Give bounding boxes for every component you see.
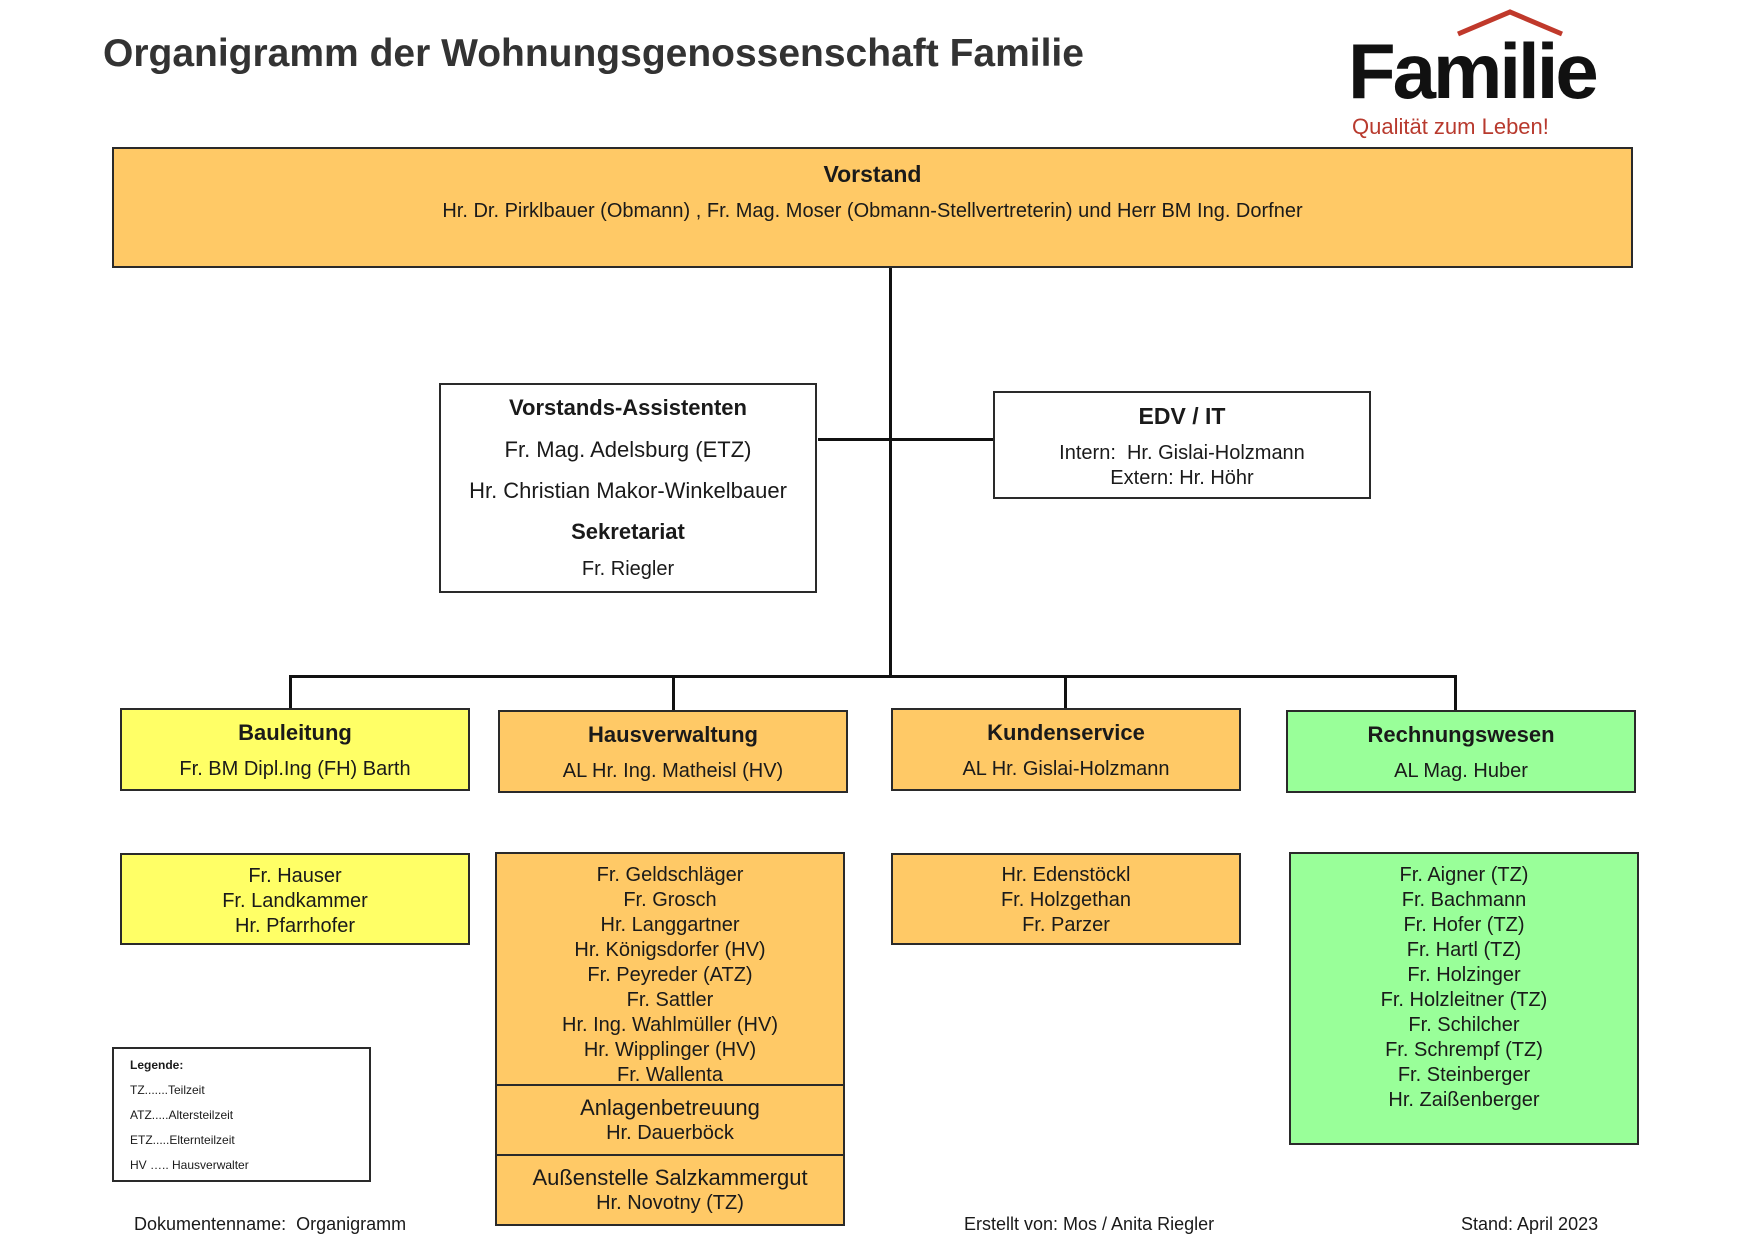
- staff-member: Fr. Parzer: [1022, 914, 1110, 936]
- department-head: AL Hr. Gislai-Holzmann: [962, 758, 1170, 780]
- anlagenbetreuung-member: Hr. Dauerböck: [606, 1122, 734, 1144]
- staff-member: Fr. Bachmann: [1401, 889, 1527, 911]
- department-head: Fr. BM Dipl.Ing (FH) Barth: [179, 758, 411, 780]
- staff-member: Hr. Ing. Wahlmüller (HV): [562, 1014, 778, 1036]
- staff-member: Fr. Holzleitner (TZ): [1380, 989, 1548, 1011]
- department-title: Hausverwaltung: [588, 722, 758, 747]
- department-title: Rechnungswesen: [1367, 722, 1555, 747]
- footer-document-name: Dokumentenname: Organigramm: [134, 1214, 407, 1234]
- staff-member: Fr. Schrempf (TZ): [1385, 1039, 1543, 1061]
- staff-member: Fr. Steinberger: [1397, 1064, 1531, 1086]
- staff-member: Fr. Grosch: [623, 889, 717, 911]
- staff-member: Hr. Zaißenberger: [1388, 1089, 1540, 1111]
- legend-item: HV ….. Hausverwalter: [130, 1158, 249, 1172]
- staff-member: Fr. Holzgethan: [1000, 889, 1132, 911]
- staff-member: Fr. Hauser: [248, 865, 342, 887]
- legend-item: ETZ.....Elternteilzeit: [130, 1133, 235, 1147]
- staff-hausverwaltung: Fr. Geldschläger Fr. Grosch Hr. Langgart…: [495, 852, 845, 1086]
- staff-member: Fr. Sattler: [626, 989, 714, 1011]
- staff-member: Fr. Landkammer: [222, 890, 368, 912]
- connector-departments-horizontal: [289, 675, 1457, 678]
- department-bauleitung: Bauleitung Fr. BM Dipl.Ing (FH) Barth: [120, 708, 470, 791]
- logo-tagline: Qualität zum Leben!: [1352, 114, 1549, 139]
- connector-kundenservice: [1064, 675, 1067, 708]
- page-title: Organigramm der Wohnungsgenossenschaft F…: [103, 32, 1084, 75]
- sekretariat-member: Fr. Riegler: [581, 558, 675, 580]
- edv-intern: Intern: Hr. Gislai-Holzmann: [1059, 442, 1305, 464]
- connector-hausverwaltung: [672, 675, 675, 710]
- staff-kundenservice: Hr. Edenstöckl Fr. Holzgethan Fr. Parzer: [891, 853, 1241, 945]
- vorstand-members: Hr. Dr. Pirklbauer (Obmann) , Fr. Mag. M…: [442, 200, 1303, 222]
- staff-bauleitung: Fr. Hauser Fr. Landkammer Hr. Pfarrhofer: [120, 853, 470, 945]
- department-head: AL Hr. Ing. Matheisl (HV): [562, 760, 784, 782]
- aussenstelle-box: Außenstelle Salzkammergut Hr. Novotny (T…: [495, 1154, 845, 1226]
- assistent-member: Fr. Mag. Adelsburg (ETZ): [504, 437, 752, 462]
- vorstand-title: Vorstand: [823, 161, 922, 187]
- staff-member: Fr. Peyreder (ATZ): [587, 964, 753, 986]
- staff-member: Hr. Edenstöckl: [1001, 864, 1131, 886]
- assistent-member: Hr. Christian Makor-Winkelbauer: [469, 478, 787, 503]
- department-head: AL Mag. Huber: [1394, 760, 1528, 782]
- staff-member: Fr. Hofer (TZ): [1403, 914, 1525, 936]
- connector-bauleitung: [289, 675, 292, 708]
- edv-title: EDV / IT: [1138, 403, 1226, 429]
- logo: Familie Qualität zum Leben!: [1340, 8, 1599, 143]
- vorstand-box: Vorstand Hr. Dr. Pirklbauer (Obmann) , F…: [112, 147, 1633, 268]
- sekretariat-title: Sekretariat: [571, 519, 685, 544]
- footer-created-by: Erstellt von: Mos / Anita Riegler: [964, 1214, 1215, 1234]
- aussenstelle-member: Hr. Novotny (TZ): [596, 1192, 744, 1214]
- legend-title: Legende:: [130, 1058, 184, 1072]
- department-hausverwaltung: Hausverwaltung AL Hr. Ing. Matheisl (HV): [498, 710, 848, 793]
- staff-member: Hr. Wipplinger (HV): [583, 1039, 757, 1061]
- logo-roof-icon: [1457, 9, 1563, 37]
- anlagenbetreuung-box: Anlagenbetreuung Hr. Dauerböck: [495, 1084, 845, 1156]
- staff-member: Fr. Holzinger: [1407, 964, 1521, 986]
- assistenten-title: Vorstands-Assistenten: [509, 395, 747, 420]
- anlagenbetreuung-title: Anlagenbetreuung: [580, 1095, 760, 1120]
- staff-member: Fr. Geldschläger: [596, 864, 744, 886]
- staff-member: Fr. Hartl (TZ): [1406, 939, 1522, 961]
- staff-member: Fr. Wallenta: [617, 1064, 723, 1086]
- department-title: Kundenservice: [987, 720, 1145, 745]
- edv-extern: Extern: Hr. Höhr: [1110, 467, 1254, 489]
- legend-item: ATZ.....Altersteilzeit: [130, 1108, 234, 1122]
- connector-staff-horizontal: [818, 438, 993, 441]
- staff-member: Hr. Langgartner: [600, 914, 740, 936]
- department-kundenservice: Kundenservice AL Hr. Gislai-Holzmann: [891, 708, 1241, 791]
- staff-member: Hr. Königsdorfer (HV): [574, 939, 766, 961]
- connector-main-vertical: [889, 268, 892, 677]
- department-title: Bauleitung: [238, 720, 352, 745]
- staff-member: Hr. Pfarrhofer: [234, 915, 356, 937]
- assistenten-box: Vorstands-Assistenten Fr. Mag. Adelsburg…: [439, 383, 817, 593]
- legend-item: TZ.......Teilzeit: [130, 1083, 205, 1097]
- staff-rechnungswesen: Fr. Aigner (TZ) Fr. Bachmann Fr. Hofer (…: [1289, 852, 1639, 1145]
- connector-rechnungswesen: [1454, 675, 1457, 710]
- aussenstelle-title: Außenstelle Salzkammergut: [532, 1165, 808, 1190]
- staff-member: Fr. Aigner (TZ): [1399, 864, 1529, 886]
- footer-stand: Stand: April 2023: [1461, 1214, 1599, 1234]
- staff-member: Fr. Schilcher: [1408, 1014, 1520, 1036]
- legend-box: Legende: TZ.......Teilzeit ATZ.....Alter…: [112, 1047, 371, 1182]
- logo-word: Familie: [1348, 27, 1599, 115]
- department-rechnungswesen: Rechnungswesen AL Mag. Huber: [1286, 710, 1636, 793]
- edv-box: EDV / IT Intern: Hr. Gislai-Holzmann Ext…: [993, 391, 1371, 499]
